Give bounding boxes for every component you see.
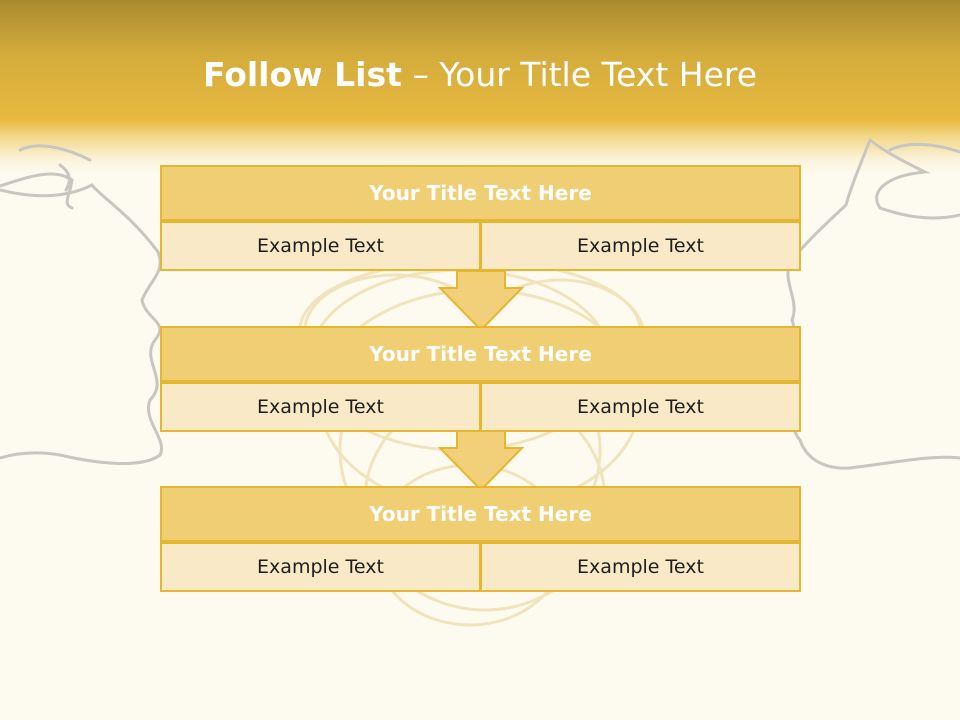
- down-arrow-icon: [438, 430, 524, 492]
- header-band: [0, 0, 960, 175]
- block-cell-right: Example Text: [480, 542, 801, 592]
- slide-title: Follow List – Your Title Text Here: [0, 52, 960, 98]
- down-arrow-icon: [438, 270, 524, 332]
- slide-title-rest: – Your Title Text Here: [401, 55, 758, 94]
- block-cell-left: Example Text: [160, 221, 481, 271]
- block-cell-left: Example Text: [160, 382, 481, 432]
- block-title: Your Title Text Here: [160, 486, 801, 542]
- block-cell-left: Example Text: [160, 542, 481, 592]
- block-cell-right: Example Text: [480, 221, 801, 271]
- block-title: Your Title Text Here: [160, 326, 801, 382]
- slide-title-bold: Follow List: [202, 55, 402, 94]
- block-title: Your Title Text Here: [160, 165, 801, 221]
- block-cell-right: Example Text: [480, 382, 801, 432]
